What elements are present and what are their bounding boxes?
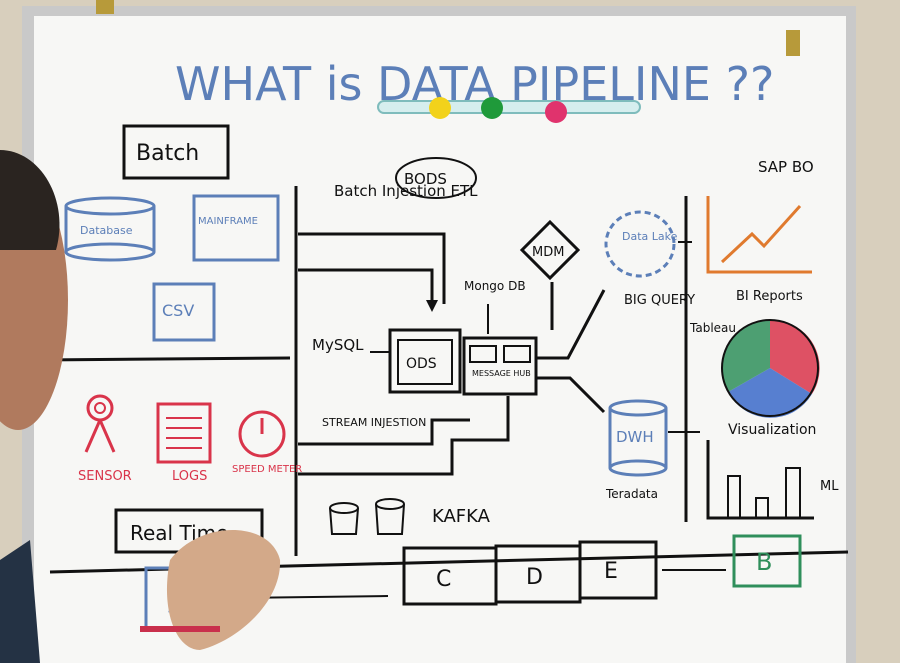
kafka-label: KAFKA <box>432 506 491 527</box>
message-hub-box <box>462 336 538 396</box>
bi-reports-label: BI Reports <box>736 289 803 304</box>
data-lake-cloud <box>604 210 676 278</box>
presenter-hair <box>0 150 60 250</box>
mainframe-label: MAINFRAME <box>198 216 258 227</box>
tableau-label: Tableau <box>689 321 736 335</box>
database-label: Database <box>80 224 133 237</box>
ml-chart-axes <box>706 440 814 520</box>
magnet-pink <box>545 101 567 123</box>
speedometer-icon <box>238 410 286 458</box>
mongodb-label: Mongo DB <box>464 279 526 293</box>
mail-icon <box>469 345 497 363</box>
stream-injestion-label: STREAM INJESTION <box>322 416 426 429</box>
pie-slice-blue <box>728 368 812 418</box>
teradata-label: Teradata <box>605 487 658 501</box>
box-e <box>578 540 658 600</box>
mail-icon <box>503 345 531 363</box>
csv-label: CSV <box>162 301 194 320</box>
bods-circle <box>395 157 477 199</box>
big-query-label: BIG QUERY <box>624 293 695 308</box>
presenter-hand <box>166 530 281 650</box>
data-lake-label: Data Lake <box>622 230 678 243</box>
magnet-rod <box>377 100 641 114</box>
bods-label: BODS <box>404 170 447 188</box>
visualization-label: Visualization <box>728 422 816 438</box>
mysql-label: MySQL <box>312 336 364 354</box>
logs-label: LOGS <box>172 469 207 484</box>
sap-bo-label: SAP BO <box>758 158 814 176</box>
batch-flow-line-1 <box>298 232 446 304</box>
kafka-bucket-icon <box>375 498 405 535</box>
box-d-label: D <box>526 565 543 590</box>
message-hub-label: MESSAGE HUB <box>472 369 531 378</box>
ml-label: ML <box>820 479 839 494</box>
logs-icon <box>156 402 212 464</box>
speedometer-label: SPEED METER <box>232 464 302 475</box>
hanger-left <box>96 0 114 14</box>
mdm-label: MDM <box>532 245 564 260</box>
bi-chart-line <box>720 204 802 264</box>
hanger-right <box>786 30 800 56</box>
presenter-shirt <box>0 540 40 663</box>
pipe-up <box>536 289 606 360</box>
batch-flow-line-2 <box>298 268 434 304</box>
sensor-label: SENSOR <box>78 469 132 484</box>
batch-label-box <box>122 124 230 180</box>
mainframe-box <box>192 194 280 262</box>
csv-box <box>152 282 216 342</box>
batch-label: Batch <box>136 141 199 166</box>
kafka-bucket-icon <box>329 502 359 535</box>
sensor-icon <box>84 394 116 453</box>
mdm-diamond <box>519 219 581 281</box>
box-c-label: C <box>436 567 451 592</box>
stream-flow-line-2 <box>298 396 510 476</box>
box-b-label: B <box>756 548 772 576</box>
presenter-bracelet <box>140 626 220 632</box>
bi-chart-axes <box>706 196 812 274</box>
magnet-yellow <box>429 97 451 119</box>
dwh-label: DWH <box>616 428 654 446</box>
stream-flow-line-1 <box>298 418 470 446</box>
pipe-down <box>536 376 606 414</box>
box-e-label: E <box>604 559 618 584</box>
ods-box <box>388 328 462 394</box>
ods-label: ODS <box>406 356 437 372</box>
magnet-green <box>481 97 503 119</box>
box-b <box>732 534 802 588</box>
batch-realtime-divider <box>39 356 291 362</box>
